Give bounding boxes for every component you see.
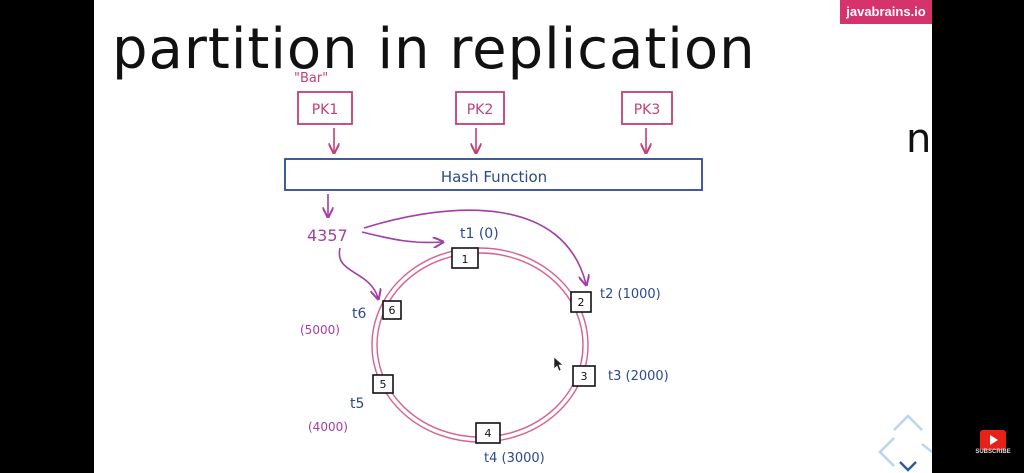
node-id: 4 (485, 427, 492, 440)
node-token-range: (5000) (300, 323, 340, 337)
partition-key-box-2: PK2 (455, 91, 505, 125)
node-id: 1 (462, 253, 469, 266)
node-id: 2 (578, 296, 585, 309)
slide-title-overflow: n (906, 116, 931, 162)
hash-function-box: Hash Function (284, 158, 703, 191)
ring-node-5: 5 t5 (4000) (308, 374, 394, 434)
ring-node-6: 6 t6 (5000) (300, 300, 402, 337)
node-token-label: t4 (3000) (484, 451, 545, 466)
play-icon (990, 435, 998, 445)
diagram-canvas: partition in replication n "Bar" PK1 PK2… (112, 17, 932, 472)
node-token-label: t3 (2000) (608, 369, 669, 384)
right-letterbox (932, 0, 1024, 473)
slide-title: partition in replication (112, 17, 756, 82)
whiteboard: partition in replication n "Bar" PK1 PK2… (94, 0, 932, 473)
node-token-range: (4000) (308, 420, 348, 434)
node-id: 3 (581, 370, 588, 383)
partition-key-label: PK1 (312, 102, 339, 118)
partition-key-label: PK3 (634, 102, 661, 118)
partition-key-label: PK2 (467, 102, 494, 118)
partition-key-box-1: PK1 (297, 91, 353, 125)
ring-node-3: 3 t3 (2000) (572, 365, 669, 387)
token-ring (371, 247, 589, 443)
ring-node-1: 1 t1 (0) (451, 226, 499, 269)
decorative-chevron-icon (878, 414, 932, 467)
node-id: 6 (389, 304, 396, 317)
left-letterbox (0, 0, 94, 473)
node-token-label: t1 (0) (460, 226, 499, 242)
subscribe-button[interactable] (978, 428, 1008, 458)
brand-badge[interactable]: javabrains.io (840, 0, 932, 24)
node-id: 5 (380, 378, 387, 391)
node-token-label: t2 (1000) (600, 287, 661, 302)
hash-function-label: Hash Function (441, 168, 547, 186)
hash-value: 4357 (307, 226, 348, 245)
node-token-label: t5 (350, 396, 364, 412)
subscribe-label: SUBSCRIBE (975, 449, 1011, 455)
node-token-label: t6 (352, 306, 366, 322)
mouse-cursor-icon (553, 356, 564, 372)
hash-arrow-to-t6 (338, 247, 378, 298)
partition-key-box-3: PK3 (621, 91, 673, 125)
ring-node-2: 2 t2 (1000) (570, 287, 661, 313)
hash-arrow-to-t1 (361, 231, 442, 243)
hash-arrow-to-t2 (363, 209, 586, 284)
ring-node-4: 4 t4 (3000) (475, 422, 545, 466)
decorative-chevron-icon (899, 461, 917, 472)
key-label: "Bar" (294, 71, 328, 86)
